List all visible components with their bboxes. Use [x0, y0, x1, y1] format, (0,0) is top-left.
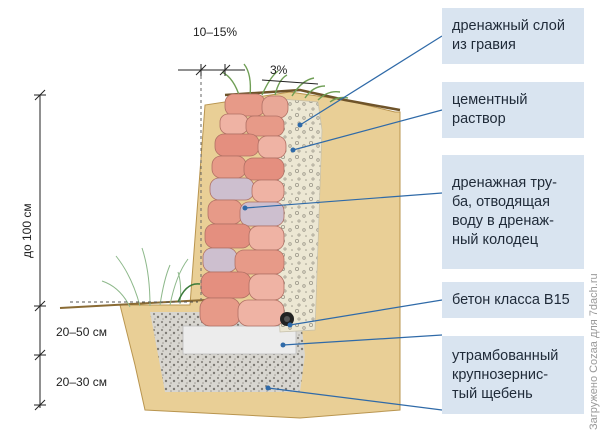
callout-line: ба, отводящая [452, 194, 550, 210]
callout-line: дренажная тру- [452, 175, 557, 191]
callout-mortar-text: цементный раствор [452, 91, 527, 129]
watermark: Загружено Cozaa для 7dach.ru [588, 273, 600, 430]
callout-pipe-text: дренажная тру-ба, отводящая воду в дренаж… [452, 174, 557, 250]
callout-gravel-text: дренажный слой из гравия [452, 17, 565, 55]
concrete-slab [182, 325, 297, 355]
dim-foundation-depth: 20–50 см [56, 325, 107, 339]
dim-base-layer: 20–30 см [56, 375, 107, 389]
dim-slope: 3% [270, 63, 288, 77]
leader-dots [242, 122, 303, 391]
leader-lines [244, 35, 443, 411]
callout-line: утрамбованный [452, 347, 559, 364]
callout-line: ный колодец [452, 232, 539, 248]
callout-line: дренажный слой [452, 18, 565, 34]
dim-wall-height: до 100 см [20, 203, 34, 258]
callout-line: из гравия [452, 37, 516, 53]
callout-concrete-text: бетон класса В15 [452, 291, 570, 310]
drainage-pipe [280, 312, 294, 326]
callout-line: воду в дренаж- [452, 213, 554, 229]
callout-pipe: дренажная тру-ба, отводящая воду в дренаж… [442, 155, 584, 269]
dimension-lines [34, 64, 319, 411]
grass-left [101, 247, 189, 308]
callout-line: бетон класса В15 [452, 291, 570, 308]
wall-foot-marker [177, 283, 201, 303]
ground-surface-left [59, 299, 206, 309]
callout-line: цементный [452, 92, 528, 108]
callout-crushed-text: утрамбованный крупнозернис-тый щебень [452, 347, 558, 404]
callout-line: крупнозернис- [452, 366, 549, 383]
callout-concrete: бетон класса В15 [442, 282, 584, 318]
dim-top-width: 10–15% [193, 25, 237, 39]
callout-gravel: дренажный слой из гравия [442, 8, 584, 64]
callout-line: раствор [452, 111, 506, 127]
callout-line: тый щебень [452, 385, 533, 402]
stone-wall [199, 93, 289, 327]
callout-crushed: утрамбованный крупнозернис-тый щебень [442, 336, 584, 414]
callout-mortar: цементный раствор [442, 82, 584, 138]
